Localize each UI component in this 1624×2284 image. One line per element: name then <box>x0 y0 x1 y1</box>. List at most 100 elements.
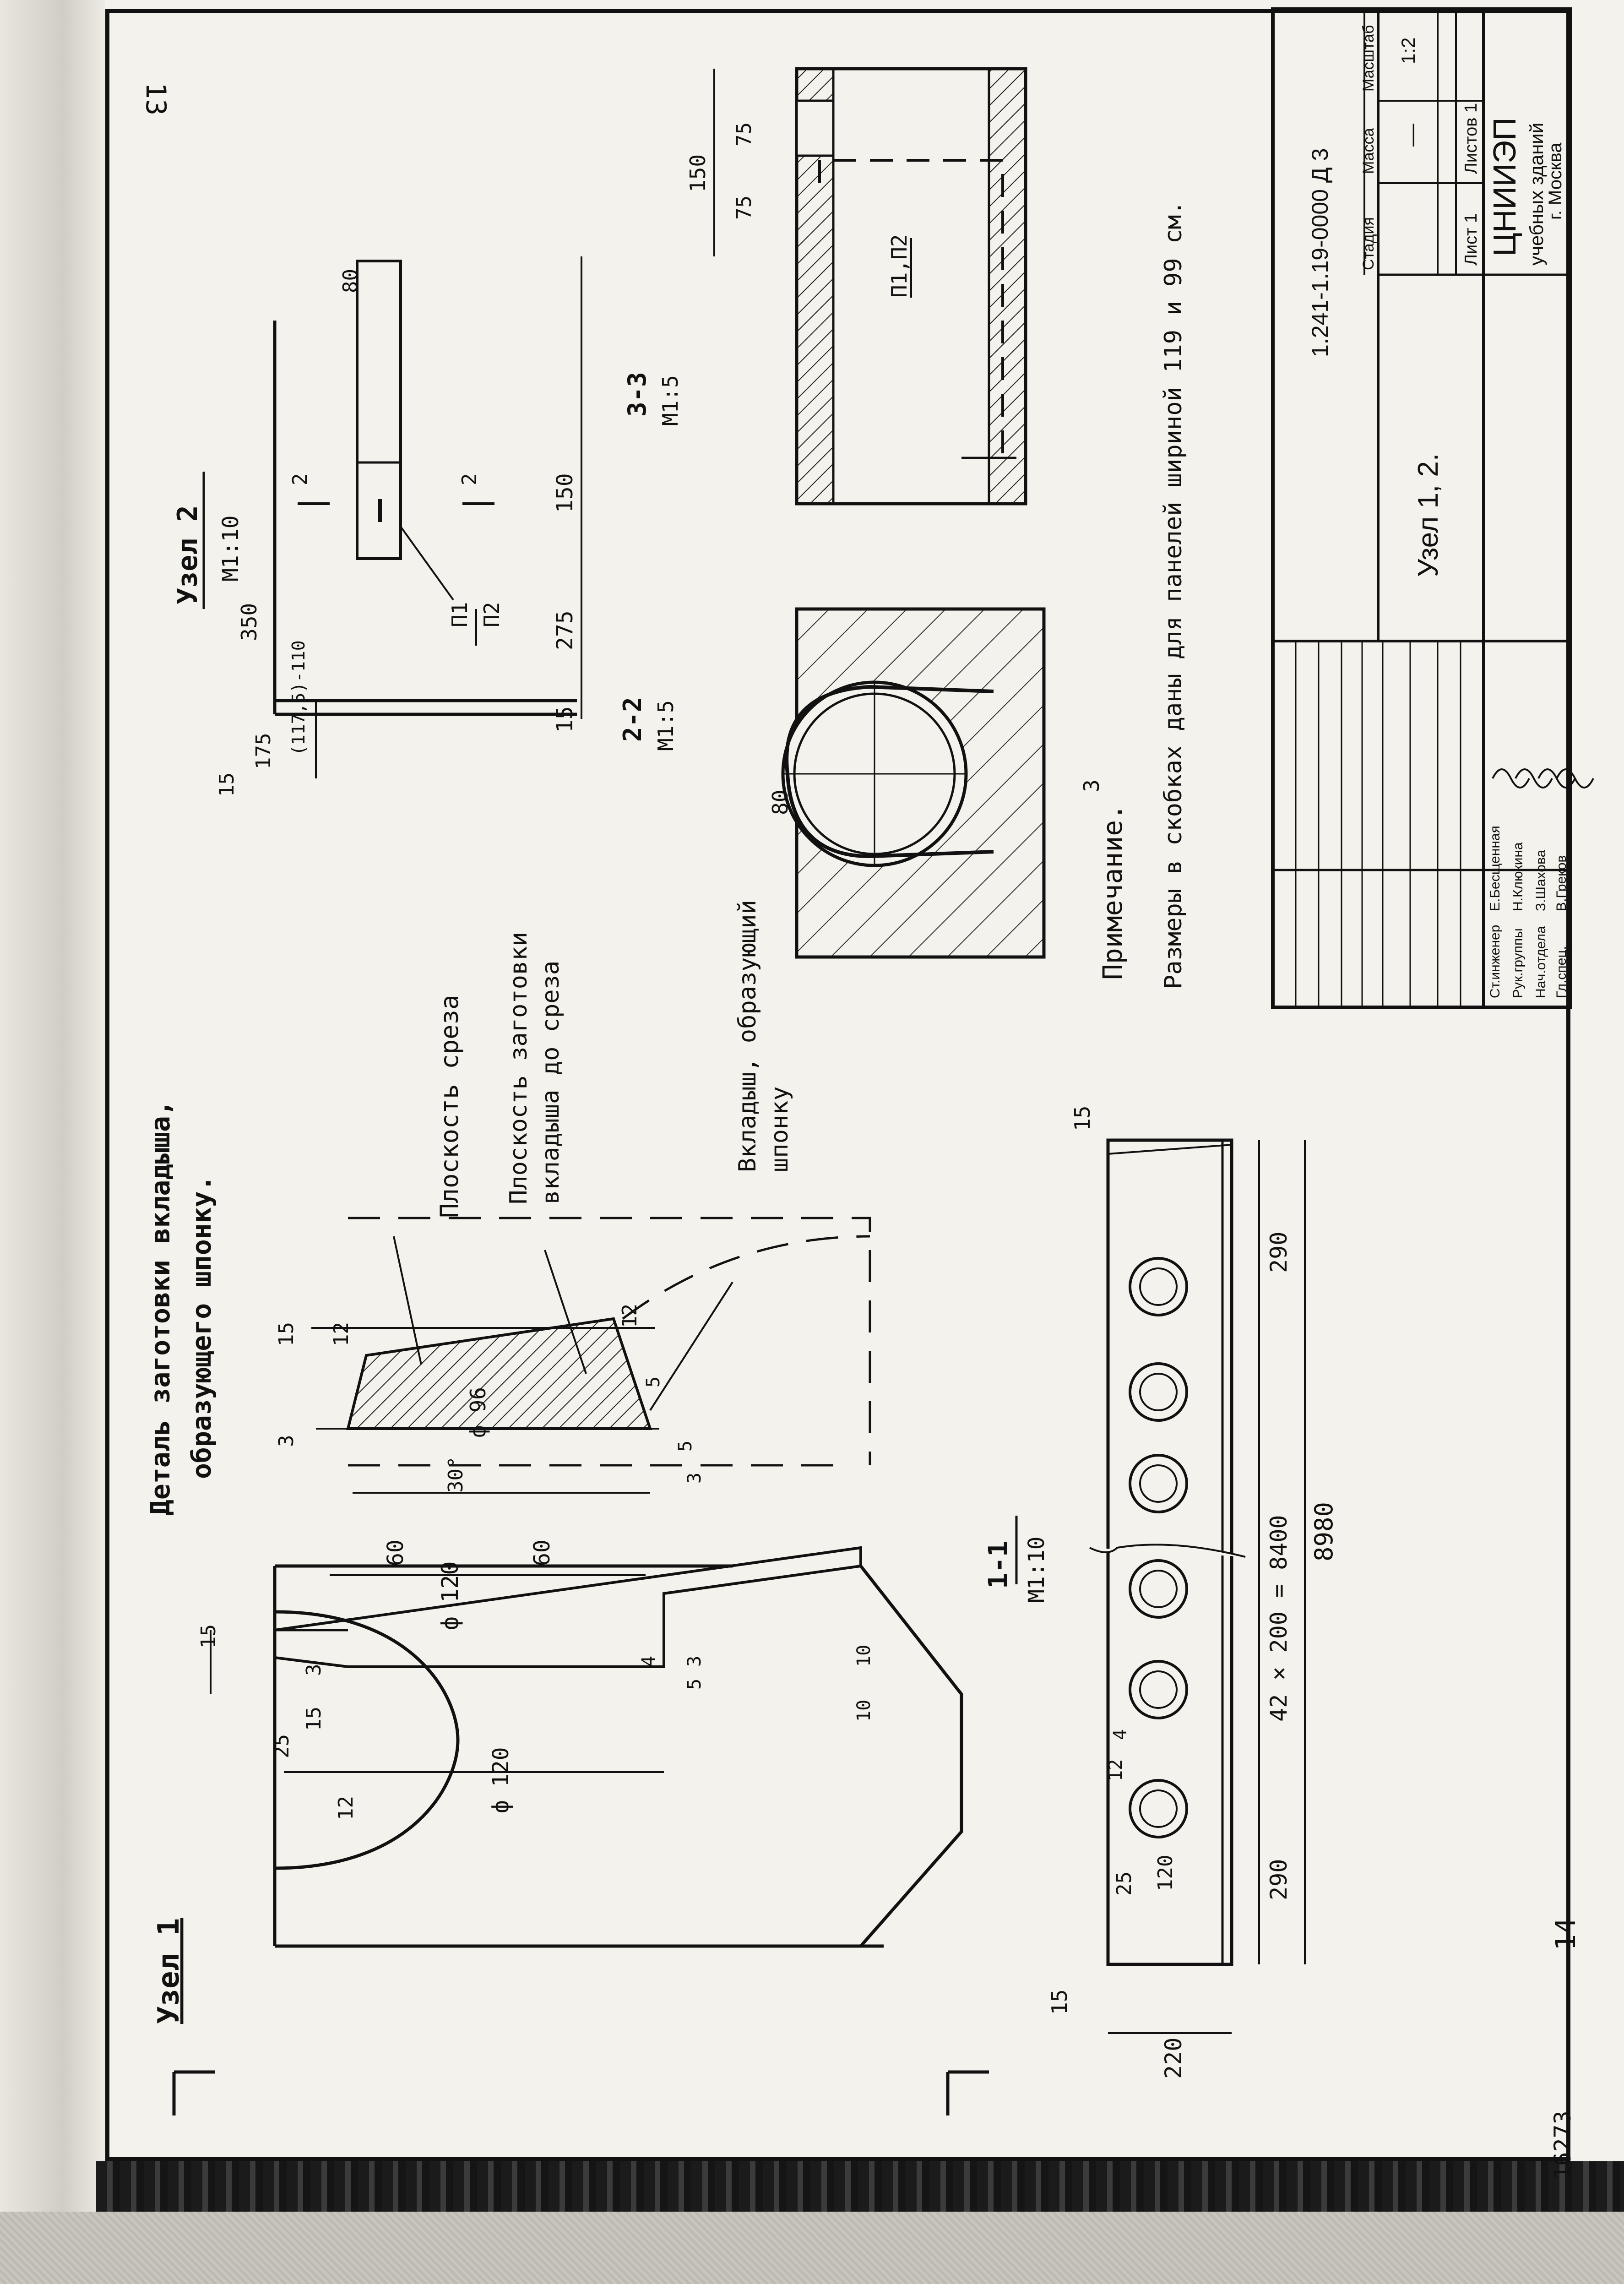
section33-rebar: П1,П2 <box>887 234 912 298</box>
uzel1-dim-12: 12 <box>334 1796 358 1820</box>
archive-number: 16273 <box>1549 2110 1576 2180</box>
section11-scale: М1:10 <box>1024 1537 1049 1603</box>
uzel1-dim-3b: 3 <box>684 1656 705 1667</box>
detail-view: Деталь заготовки вкладыша, образующего ш… <box>145 900 871 1630</box>
uzel2-sec-mark-b: 2 <box>458 473 481 486</box>
section22-cut-3: 3 <box>1079 779 1104 792</box>
detail-dim-d96: ф 96 <box>466 1387 490 1438</box>
detail-title-1: Деталь заготовки вкладыша, <box>145 1100 176 1516</box>
scan-bottom-margin <box>0 2212 1624 2284</box>
detail-dim-60b: 60 <box>529 1539 555 1566</box>
uzel2-sec-mark-a: 2 <box>288 473 312 486</box>
org-city: г. Москва <box>1545 142 1565 220</box>
sec11-dim-220: 220 <box>1160 2038 1187 2079</box>
uzel1-title: Узел 1 <box>152 1918 186 2024</box>
sec11-dim-290a: 290 <box>1266 1859 1292 1900</box>
notes-text: Размеры в скобках даны для панелей ширин… <box>1160 201 1187 989</box>
doc-name: Узел 1, 2. <box>1412 453 1444 577</box>
drawing-frame <box>105 9 1570 2161</box>
uzel1-dim-5: 5 <box>684 1679 705 1690</box>
uzel1-dim-15-b: 15 <box>302 1707 326 1731</box>
section-1-1: 1-1 М1:10 15 220 25 120 12 <box>983 1106 1338 2079</box>
org-subtitle: учебных зданий <box>1526 123 1547 266</box>
detail-dim-30deg: 30° <box>444 1457 467 1493</box>
mass-value: — <box>1399 124 1424 147</box>
detail-dim-12a: 12 <box>330 1322 353 1346</box>
section33-title: 3-3 <box>623 372 652 417</box>
uzel2-view: Узел 2 М1:10 80 350 2 2 П1 П2 150 275 15… <box>172 256 582 797</box>
sheet-number: Лист 1 <box>1461 213 1481 266</box>
sec11-dim-4: 4 <box>1110 1729 1131 1740</box>
uzel2-dim-15: 15 <box>552 706 578 733</box>
section22-dim-80: 80 <box>768 790 793 815</box>
uzel2-dim-paren: (117,5)-110 <box>288 640 309 756</box>
col-scale: Масштаб <box>1360 25 1377 92</box>
sec11-dim-120: 120 <box>1154 1855 1177 1891</box>
org-name: ЦНИИЭП <box>1487 117 1522 256</box>
sec33-dim-75a: 75 <box>733 196 756 220</box>
detail-dim-60a: 60 <box>383 1539 408 1566</box>
notes: Примечание. Размеры в скобках даны для п… <box>1097 201 1187 989</box>
person-3-role: Нач.отдела <box>1533 926 1548 998</box>
detail-dim-12b: 12 <box>618 1304 641 1328</box>
sec11-dim-15a: 15 <box>1047 1990 1072 2015</box>
uzel1-dim-15-a: 15 <box>197 1624 220 1648</box>
sheets-total: Листов 1 <box>1461 103 1481 174</box>
detail-dim-15: 15 <box>275 1322 298 1346</box>
uzel2-scale: М1:10 <box>218 516 244 582</box>
label-cut-plane: Плоскость среза <box>435 995 464 1218</box>
uzel1-dim-25: 25 <box>270 1734 293 1758</box>
uzel2-title: Узел 2 <box>172 505 204 604</box>
sec33-dim-75b: 75 <box>733 122 756 147</box>
uzel1-view: Узел 1 15 3 15 12 4 5 3 10 10 25 ф 120 <box>152 1546 989 2115</box>
uzel1-dim-d120: ф 120 <box>488 1747 514 1814</box>
section-3-3: 3-3 М1:5 П1,П2 150 75 75 <box>623 67 1027 506</box>
page-number: 13 <box>140 82 172 115</box>
uzel1-dim-10a: 10 <box>853 1645 874 1667</box>
scan-margin <box>0 0 105 2284</box>
uzel2-dim-350: 350 <box>237 603 261 641</box>
page-number-bottom: 14 <box>1550 1918 1582 1951</box>
sec11-dim-span: 42 × 200 = 8400 <box>1266 1515 1292 1722</box>
sec11-dim-290b: 290 <box>1266 1232 1292 1273</box>
person-4-name: В.Греков <box>1554 855 1569 911</box>
uzel2-dim-80: 80 <box>339 269 362 293</box>
scale-value: 1:2 <box>1397 38 1419 64</box>
sec33-dim-150: 150 <box>685 154 710 192</box>
uzel2-dim-175: 175 <box>252 733 275 769</box>
person-1-role: Ст.инженер <box>1488 925 1503 998</box>
section33-scale: М1:5 <box>658 375 683 426</box>
section11-title: 1-1 <box>983 1541 1014 1589</box>
hollow-voids <box>1129 1257 1188 1838</box>
person-2-role: Рук.группы <box>1510 928 1526 998</box>
notes-heading: Примечание. <box>1097 804 1128 980</box>
label-blank-plane-1: Плоскость заготовки <box>505 932 532 1204</box>
uzel1-dim-10b: 10 <box>853 1700 874 1722</box>
uzel2-dim-150: 150 <box>552 473 578 513</box>
uzel2-dim-15b: 15 <box>215 772 239 797</box>
sec11-dim-25: 25 <box>1113 1871 1136 1896</box>
person-3-name: З.Шахова <box>1533 849 1548 911</box>
section-2-2: 2-2 М1:5 80 3 <box>618 607 1104 959</box>
label-blank-plane-2: вкладыша до среза <box>537 961 565 1204</box>
detail-title-2: образующего шпонку. <box>186 1175 217 1479</box>
uzel1-dim-4: 4 <box>638 1656 659 1667</box>
section22-title: 2-2 <box>618 697 647 742</box>
doc-code: 1.241-1.19-0000 Д 3 <box>1307 148 1333 357</box>
title-block: 1.241-1.19-0000 Д 3 Узел 1, 2. Стадия Ма… <box>1271 7 1594 1009</box>
person-4-role: Гл.спец. <box>1554 946 1569 998</box>
person-2-name: Н.Клюкина <box>1510 842 1526 911</box>
uzel1-dim-3: 3 <box>302 1664 326 1676</box>
sec11-dim-12: 12 <box>1105 1759 1126 1781</box>
detail-dim-3a: 3 <box>275 1435 298 1447</box>
col-mass: Масса <box>1360 128 1377 174</box>
person-1-name: Е.Бесщенная <box>1488 826 1503 911</box>
detail-dim-3b: 3 <box>684 1473 705 1484</box>
uzel2-label-p1: П1 <box>447 602 472 627</box>
uzel2-label-p2: П2 <box>479 602 504 627</box>
scan-dark-band <box>96 2161 1624 2212</box>
detail-dim-5a: 5 <box>675 1441 696 1452</box>
label-insert-2: шпонку <box>766 1086 793 1172</box>
label-insert-1: Вкладыш, образующий <box>734 900 761 1172</box>
